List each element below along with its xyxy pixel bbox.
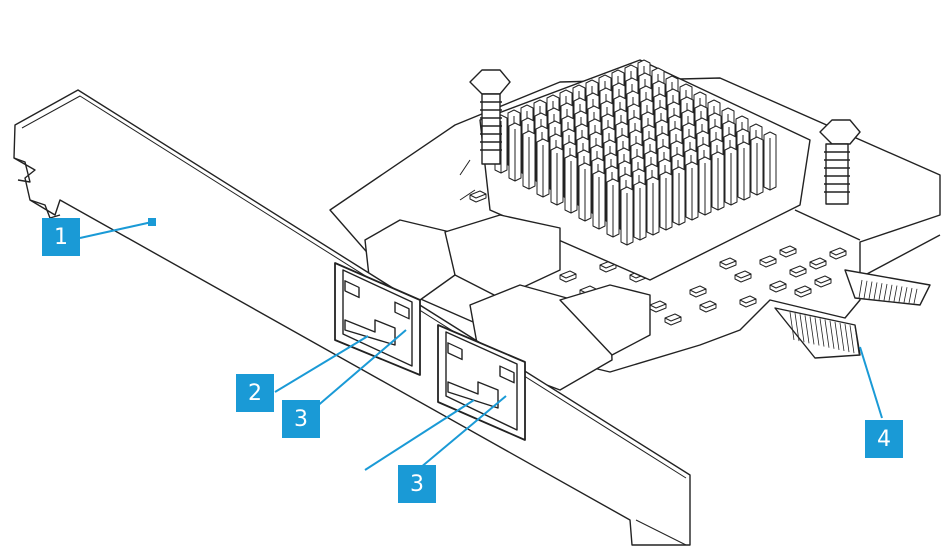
pcie-pin (858, 279, 863, 299)
pcie-pin (839, 322, 845, 352)
callout-4: 4 (865, 420, 903, 458)
pcie-pin (829, 320, 835, 349)
heatsink-fin (698, 156, 712, 216)
pcie-pin (789, 311, 795, 341)
heatsink-fin (763, 131, 777, 191)
smd-part (794, 285, 812, 298)
leader-line-extra (364, 399, 475, 471)
led-act-2 (499, 365, 515, 384)
heatsink-fin (750, 136, 764, 196)
smd-part (664, 313, 682, 326)
smd-part (699, 300, 717, 313)
leader-line-3b (419, 395, 507, 469)
pcie-pin (893, 285, 898, 302)
heatsink-fin (564, 154, 578, 214)
smd-part (809, 257, 827, 270)
smd-part (719, 257, 737, 270)
pcie-pin (908, 287, 913, 304)
heatsink-fin (659, 171, 673, 231)
leader-line-2 (274, 335, 369, 393)
smd-part (779, 245, 797, 258)
pcie-pin (824, 319, 830, 348)
pcie-pin (814, 317, 820, 346)
smd-part (469, 190, 487, 203)
smd-part (829, 247, 847, 260)
smd-part (689, 285, 707, 298)
pcie-pin (888, 284, 893, 302)
heatsink-fin (508, 122, 522, 182)
pcie-pin (844, 324, 850, 353)
heatsink-fin (522, 130, 536, 190)
leader-lines (79, 218, 883, 471)
rj45-port-2 (437, 324, 526, 441)
smd-part (814, 275, 832, 288)
pcie-pin (794, 313, 800, 342)
callout-3-upper: 3 (282, 400, 320, 438)
smd-part (559, 270, 577, 283)
pcie-pin (863, 280, 868, 299)
leader-line-3a (314, 329, 407, 409)
pcie-pin (898, 286, 903, 303)
heatsink-fin (724, 146, 738, 206)
pcie-pin (878, 283, 883, 301)
heatsink-fin (633, 181, 647, 241)
heatsink-fin (737, 141, 751, 201)
pcie-pin (819, 318, 825, 347)
smd-part (759, 255, 777, 268)
leader-line-1 (79, 221, 153, 239)
heatsink-standoff-right (819, 119, 861, 205)
pcie-pin (849, 325, 855, 354)
pcie-pin (873, 282, 878, 300)
callout-1: 1 (42, 218, 80, 256)
heatsink-standoff-left (469, 69, 511, 165)
heatsink (469, 59, 861, 281)
callout-2: 2 (236, 374, 274, 412)
heatsink-fin (646, 176, 660, 236)
smd-part (739, 295, 757, 308)
leader-line-4 (859, 346, 883, 419)
pcie-pin (834, 321, 840, 350)
led-link-2 (447, 342, 463, 361)
heatsink-fin (620, 186, 634, 246)
pcie-edge-connector (774, 269, 931, 359)
pcie-pin (883, 283, 888, 301)
heatsink-fin (711, 151, 725, 211)
heatsink-fin (536, 138, 550, 198)
heatsink-fin (578, 162, 592, 222)
heatsink-fin (685, 161, 699, 221)
heatsink-fin (606, 178, 620, 238)
heatsink-fin (550, 146, 564, 206)
pcie-pin (913, 288, 918, 304)
pcie-pin (854, 326, 860, 355)
led-act-1 (394, 301, 410, 320)
pcie-pin (868, 281, 873, 300)
led-link-1 (344, 280, 360, 299)
heatsink-fin (592, 170, 606, 230)
smd-part (734, 270, 752, 283)
rj45-port-1 (334, 262, 421, 376)
pcie-pin (903, 287, 908, 303)
pcie-pin (804, 315, 810, 344)
smd-part (789, 265, 807, 278)
pcie-pin (799, 314, 805, 343)
pcie-pin (809, 316, 815, 345)
callout-3-lower: 3 (398, 465, 436, 503)
smd-part (769, 280, 787, 293)
heatsink-fin (672, 166, 686, 226)
